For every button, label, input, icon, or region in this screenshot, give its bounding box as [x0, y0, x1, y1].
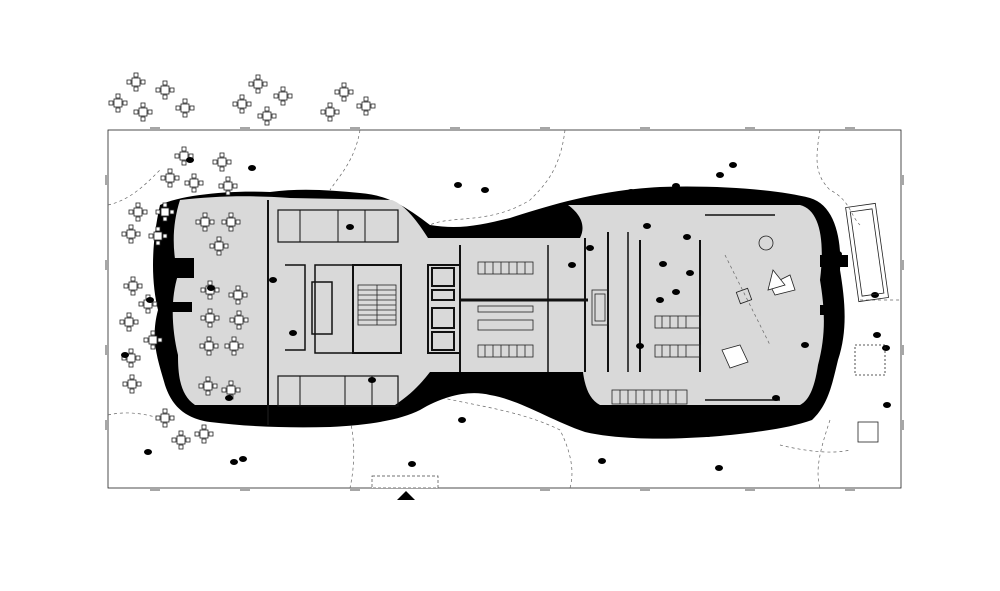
table-chairs-icon: [198, 376, 218, 396]
table-chairs-icon: [209, 236, 229, 256]
person-icon: [269, 277, 277, 283]
person-icon: [883, 402, 891, 408]
person-icon: [704, 431, 712, 437]
table-chairs-icon: [228, 285, 248, 305]
table-chairs-icon: [108, 93, 128, 113]
person-icon: [715, 465, 723, 471]
person-icon: [481, 187, 489, 193]
person-icon: [598, 458, 606, 464]
person-icon: [636, 343, 644, 349]
landscape-paths: [107, 129, 901, 489]
person-icon: [716, 172, 724, 178]
person-icon: [568, 262, 576, 268]
table-chairs-icon: [184, 173, 204, 193]
stair-icon: [611, 389, 688, 405]
person-icon: [871, 292, 879, 298]
table-chairs-group: [108, 72, 376, 450]
person-icon: [627, 189, 635, 195]
elevator-shafts: [431, 267, 455, 351]
person-icon: [801, 342, 809, 348]
person-icon: [454, 182, 462, 188]
table-chairs-icon: [122, 374, 142, 394]
person-icon: [656, 297, 664, 303]
table-chairs-icon: [224, 336, 244, 356]
table-chairs-icon: [128, 202, 148, 222]
person-icon: [368, 377, 376, 383]
person-icon: [672, 183, 680, 189]
table-chairs-icon: [171, 430, 191, 450]
person-icon: [121, 352, 129, 358]
table-chairs-icon: [133, 102, 153, 122]
person-icon: [683, 234, 691, 240]
person-icon: [230, 459, 238, 465]
table-chairs-icon: [221, 212, 241, 232]
person-icon: [659, 261, 667, 267]
table-chairs-icon: [320, 102, 340, 122]
table-chairs-icon: [121, 224, 141, 244]
person-icon: [146, 297, 154, 303]
person-icon: [686, 270, 694, 276]
table-chairs-icon: [155, 80, 175, 100]
person-icon: [882, 345, 890, 351]
table-chairs-icon: [248, 74, 268, 94]
person-icon: [239, 456, 247, 462]
table-chairs-icon: [174, 146, 194, 166]
person-icon: [408, 461, 416, 467]
table-chairs-icon: [218, 176, 238, 196]
table-chairs-icon: [199, 336, 219, 356]
person-icon: [207, 285, 215, 291]
table-chairs-icon: [175, 98, 195, 118]
table-chairs-icon: [119, 312, 139, 332]
table-chairs-icon: [155, 202, 175, 222]
people-group: [121, 157, 891, 471]
person-icon: [144, 449, 152, 455]
person-icon: [586, 245, 594, 251]
person-icon: [289, 330, 297, 336]
person-icon: [346, 224, 354, 230]
person-icon: [729, 162, 737, 168]
person-icon: [772, 395, 780, 401]
right-hall-furniture: [721, 235, 796, 369]
left-piers: [162, 255, 848, 315]
table-chairs-icon: [148, 226, 168, 246]
person-icon: [834, 251, 842, 257]
table-chairs-icon: [212, 152, 232, 172]
outdoor-pavilion: [845, 202, 889, 443]
stair-icon: [357, 284, 397, 326]
table-chairs-icon: [155, 408, 175, 428]
person-icon: [248, 165, 256, 171]
table-chairs-icon: [229, 310, 249, 330]
table-chairs-icon: [160, 168, 180, 188]
person-icon: [873, 332, 881, 338]
person-icon: [672, 289, 680, 295]
table-chairs-icon: [123, 276, 143, 296]
table-chairs-icon: [257, 106, 277, 126]
person-icon: [186, 157, 194, 163]
person-icon: [643, 223, 651, 229]
toilet-rows: [477, 261, 701, 358]
table-chairs-icon: [194, 424, 214, 444]
entrance-arrow-icon: [397, 491, 415, 500]
table-chairs-icon: [195, 212, 215, 232]
site-boundary: [105, 127, 904, 491]
table-chairs-icon: [356, 96, 376, 116]
table-chairs-icon: [126, 72, 146, 92]
table-chairs-icon: [232, 94, 252, 114]
person-icon: [458, 417, 466, 423]
table-chairs-icon: [143, 330, 163, 350]
table-chairs-icon: [121, 348, 141, 368]
entrance: [371, 475, 439, 500]
table-chairs-icon: [334, 82, 354, 102]
person-icon: [225, 395, 233, 401]
table-chairs-icon: [200, 308, 220, 328]
table-chairs-icon: [273, 86, 293, 106]
